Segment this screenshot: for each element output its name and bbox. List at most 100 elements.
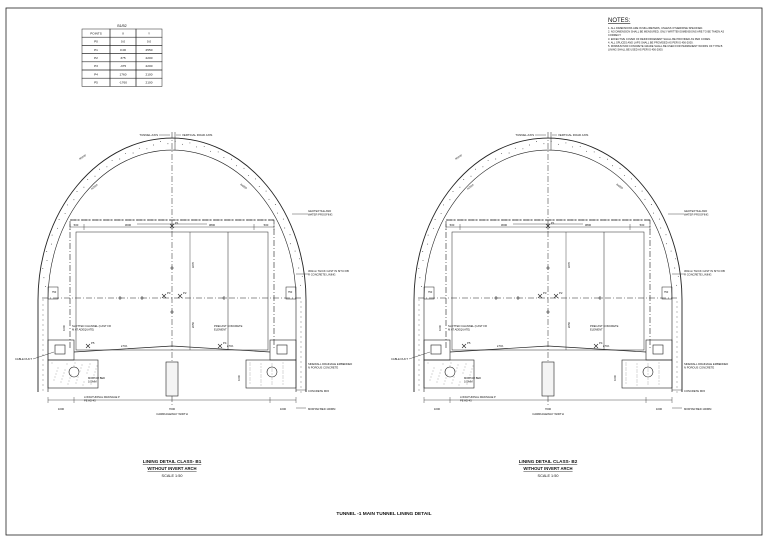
lining-hatch-dot	[300, 331, 302, 333]
lining-hatch-dot	[442, 204, 444, 206]
concrete-hatch-dot	[658, 367, 660, 369]
inner-lining	[47, 149, 297, 392]
lining-hatch-dot	[94, 175, 96, 177]
lining-hatch-dot	[294, 250, 296, 252]
radius-label: R4800	[239, 183, 248, 191]
section-subtitle: WITHOUT INVERT ARCH	[147, 466, 196, 471]
concrete-hatch-dot	[74, 362, 76, 364]
concrete-hatch-dot	[468, 377, 470, 379]
lining-hatch-dot	[45, 286, 46, 288]
callout-mortar-right: MORTAR BED 100MM	[684, 407, 712, 411]
table-value: 375	[120, 56, 125, 60]
concrete-hatch-dot	[469, 374, 471, 376]
radius-label: R5200	[78, 153, 87, 161]
concrete-hatch-dot	[249, 382, 251, 384]
concrete-hatch-dot	[282, 377, 284, 379]
concrete-hatch-dot	[459, 381, 461, 383]
concrete-hatch-dot	[427, 362, 429, 364]
dimension-label: 750	[428, 290, 433, 294]
control-point-label: P4	[223, 341, 227, 345]
dimension-label: 1000	[58, 407, 65, 411]
grid-cross	[222, 296, 226, 300]
callout-slotted: SLOTTED CHANNEL (CAST FR	[72, 324, 111, 328]
concrete-hatch-dot	[249, 369, 251, 371]
lining-hatch-dot	[418, 389, 420, 391]
concrete-hatch-dot	[249, 364, 251, 366]
concrete-hatch-dot	[82, 384, 84, 386]
lining-hatch-dot	[676, 386, 678, 388]
section-scale: SCALE 1:50	[538, 474, 559, 478]
lining-hatch-dot	[42, 364, 44, 366]
concrete-hatch-dot	[658, 362, 660, 364]
lining-hatch-dot	[470, 175, 472, 177]
concrete-hatch-dot	[636, 381, 638, 383]
dimension-label: 3000	[125, 223, 132, 227]
table-value: -375	[120, 64, 126, 68]
concrete-hatch-dot	[282, 383, 284, 385]
concrete-hatch-dot	[51, 362, 53, 364]
lining-hatch-dot	[203, 145, 205, 147]
lining-hatch-dot	[422, 251, 424, 252]
lining-hatch-dot	[73, 199, 75, 201]
concrete-hatch-dot	[249, 362, 251, 364]
tunnel-axis-label: TUNNEL AXIS	[515, 133, 534, 137]
concrete-hatch-dot	[282, 370, 284, 372]
table-value: P5	[94, 81, 98, 85]
concrete-hatch-dot	[625, 369, 627, 371]
lining-hatch-dot	[434, 219, 436, 220]
lining-hatch-dot	[586, 150, 587, 152]
table-value: P4	[94, 72, 98, 76]
lining-hatch-dot	[300, 311, 302, 313]
cable-duct	[54, 344, 66, 355]
concrete-hatch-dot	[92, 377, 94, 379]
table-value: P0	[94, 40, 98, 44]
concrete-hatch-dot	[271, 370, 273, 372]
leader	[408, 351, 431, 360]
control-point-label: P2	[183, 291, 187, 295]
lining-hatch-dot	[181, 143, 183, 145]
concrete-hatch-dot	[456, 367, 458, 369]
left-drain-block	[47, 359, 99, 389]
concrete-hatch-dot	[658, 372, 660, 374]
lining-hatch-dot	[301, 275, 303, 277]
cable-duct	[652, 344, 664, 355]
table-cell	[135, 77, 163, 87]
table-value: P2	[94, 56, 98, 60]
lining-hatch-dot	[42, 344, 44, 346]
control-point-label: P2	[559, 291, 563, 295]
concrete-hatch-dot	[55, 373, 57, 375]
leader	[32, 351, 55, 360]
lining-hatch-dot	[189, 142, 191, 144]
lining-hatch-dot	[42, 304, 44, 306]
concrete-hatch-dot	[83, 381, 85, 383]
lining-hatch-dot	[619, 167, 621, 169]
lining-hatch-dot	[42, 329, 44, 331]
lining-hatch-dot	[529, 144, 530, 146]
concrete-hatch-dot	[442, 363, 444, 365]
lining-hatch-dot	[300, 301, 302, 303]
lining-hatch-dot	[42, 369, 44, 371]
concrete-hatch-dot	[636, 374, 638, 376]
concrete-hatch-dot	[61, 378, 63, 380]
lining-hatch-dot	[300, 386, 302, 388]
lining-hatch-dot	[418, 299, 420, 301]
table-value: -1760	[119, 81, 127, 85]
dimension-label: 500	[264, 223, 269, 227]
inner-lining	[423, 149, 673, 392]
callout-precast: ELEMENT	[214, 327, 227, 331]
dimension-label: 1000	[438, 325, 442, 331]
concrete-hatch-dot	[249, 367, 251, 369]
lining-hatch-dot	[231, 158, 232, 160]
table-header: POINTS	[90, 31, 102, 35]
left-drain-block	[423, 359, 475, 389]
concrete-hatch-dot	[647, 381, 649, 383]
lining-hatch-dot	[676, 306, 678, 308]
lining-hatch-dot	[46, 260, 48, 262]
concrete-hatch-dot	[249, 379, 251, 381]
carriageway-label: CARRIAGEWAY WIDTH	[156, 412, 188, 416]
callout-longitudinal: LONGITUDINAL DRAINAGE P	[460, 395, 496, 399]
concrete-hatch-dot	[282, 372, 284, 374]
concrete-hatch-dot	[647, 363, 649, 365]
notes-block: NOTES:1. ALL DIMENSIONS ARE IN MILLIMETE…	[608, 18, 724, 52]
